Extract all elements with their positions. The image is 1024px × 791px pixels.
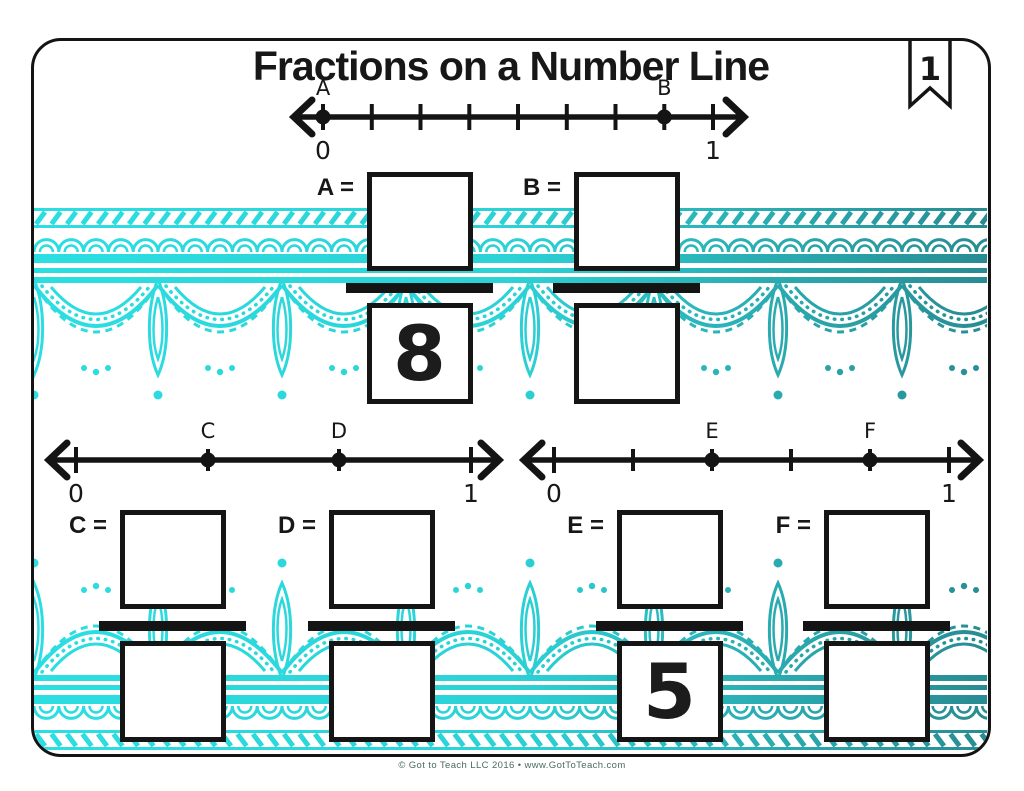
fraction-group-B: B =	[523, 172, 700, 404]
worksheet-card: Fractions on a Number Line 1	[31, 38, 991, 757]
denominator-box-D[interactable]	[328, 641, 435, 742]
denominator-box-C[interactable]	[119, 641, 226, 742]
point-label-C: C	[201, 419, 216, 443]
fraction-label-A: A =	[316, 174, 354, 201]
fraction-label-F: F =	[775, 512, 811, 539]
point-dot-A	[315, 109, 331, 125]
page-number: 1	[919, 50, 941, 88]
point-label-D: D	[331, 419, 347, 443]
given-denominator-A: 8	[393, 308, 446, 398]
number-line-top: A B 0 1	[288, 79, 750, 165]
numerator-box-C[interactable]	[119, 510, 226, 609]
numerator-box-B[interactable]	[573, 172, 680, 271]
endpoint-1: 1	[705, 136, 721, 165]
fraction-group-E: E = 5	[567, 510, 743, 742]
endpoint-1: 1	[463, 479, 479, 508]
top-lace-band	[34, 205, 987, 410]
bookmark-icon	[908, 41, 952, 110]
endpoint-0: 0	[546, 479, 562, 508]
denominator-box-F[interactable]	[823, 641, 930, 742]
denominator-box-E: 5	[616, 641, 723, 742]
fraction-bar	[308, 621, 455, 631]
fraction-group-D: D =	[278, 510, 455, 742]
point-dot-E	[704, 452, 720, 468]
point-label-B: B	[657, 79, 671, 100]
copyright-footer: © Got to Teach LLC 2016 • www.GotToTeach…	[398, 760, 626, 771]
fraction-bar	[346, 283, 493, 293]
point-dot-C	[200, 452, 216, 468]
right-arrow-icon	[957, 439, 985, 481]
given-denominator-E: 5	[643, 646, 696, 736]
fraction-label-C: C =	[68, 512, 107, 539]
denominator-box-B[interactable]	[573, 303, 680, 404]
left-arrow-icon	[518, 439, 546, 481]
left-arrow-icon	[43, 439, 71, 481]
fraction-group-A: A = 8	[317, 172, 493, 404]
endpoint-0: 0	[68, 479, 84, 508]
right-arrow-icon	[722, 96, 750, 138]
endpoint-1: 1	[941, 479, 957, 508]
page-title: Fractions on a Number Line	[252, 43, 770, 89]
number-line-bottom-right: E F 0 1	[518, 419, 985, 508]
endpoint-0: 0	[315, 136, 331, 165]
point-label-E: E	[705, 419, 718, 443]
bookmark-page-tab: 1	[908, 41, 952, 110]
fraction-bar	[596, 621, 743, 631]
fraction-label-B: B =	[522, 174, 561, 201]
point-dot-B	[656, 109, 672, 125]
point-label-F: F	[864, 419, 876, 443]
point-label-A: A	[316, 79, 331, 100]
fraction-bar	[803, 621, 950, 631]
fraction-group-F: F =	[776, 510, 950, 742]
number-line-bottom-left: C D 0 1	[43, 419, 505, 508]
point-dot-F	[862, 452, 878, 468]
denominator-box-A: 8	[366, 303, 473, 404]
fraction-bar	[553, 283, 700, 293]
point-dot-D	[331, 452, 347, 468]
fraction-label-E: E =	[567, 512, 604, 539]
fraction-label-D: D =	[277, 512, 316, 539]
fraction-group-C: C =	[69, 510, 246, 742]
numerator-box-A[interactable]	[366, 172, 473, 271]
left-arrow-icon	[288, 96, 316, 138]
fraction-bar	[99, 621, 246, 631]
numerator-box-D[interactable]	[328, 510, 435, 609]
right-arrow-icon	[477, 439, 505, 481]
numerator-box-E[interactable]	[616, 510, 723, 609]
numerator-box-F[interactable]	[823, 510, 930, 609]
